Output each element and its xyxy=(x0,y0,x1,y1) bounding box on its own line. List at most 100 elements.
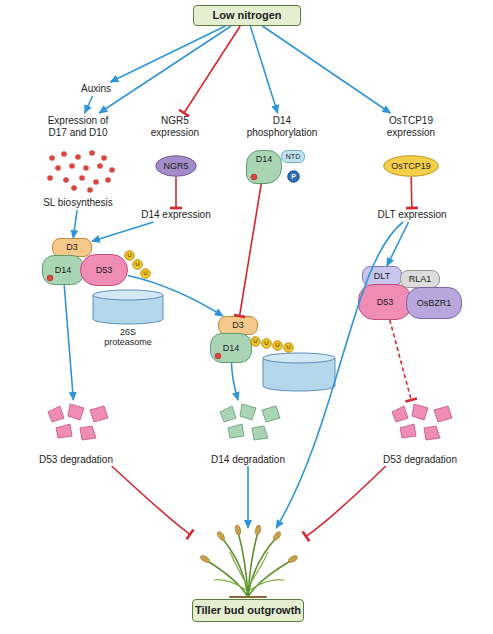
rice-plant xyxy=(250,580,284,590)
node-label: U xyxy=(286,344,290,351)
inhibition-arrow xyxy=(112,466,190,534)
strigolactone-dots xyxy=(109,167,115,173)
pathway-step: Expression of D17 and D10 xyxy=(40,113,116,141)
proteasome-cylinder xyxy=(263,358,335,391)
inhibition-arrow xyxy=(306,466,386,536)
protein-fragments xyxy=(262,406,280,422)
cylinder-outline xyxy=(92,289,164,325)
protein-shape: D14 xyxy=(42,255,84,285)
node-label: D53 degradation xyxy=(383,454,457,466)
node-label: D14 degradation xyxy=(211,454,285,466)
protein-shape: D14 xyxy=(210,333,252,363)
condition-box: Low nitrogen xyxy=(193,5,301,26)
rice-plant xyxy=(230,596,266,598)
node-label: U xyxy=(127,252,131,259)
node-label: U xyxy=(143,270,147,277)
phospho-tag: P xyxy=(287,170,300,183)
strigolactone-dots xyxy=(49,155,55,161)
rice-plant xyxy=(238,532,248,597)
ellipse-outline xyxy=(133,260,143,270)
strigolactone-dots xyxy=(97,163,103,169)
protein-fragments xyxy=(412,404,428,420)
node-label: U xyxy=(275,342,279,349)
protein-shape: RLA1 xyxy=(400,270,440,288)
strigolactone-dots xyxy=(87,187,93,193)
node-label: D53 xyxy=(377,297,394,308)
pathway-step: D14 expression xyxy=(138,208,214,222)
strigolactone-dots xyxy=(83,165,89,171)
rice-plant xyxy=(230,552,247,585)
protein-fragments xyxy=(392,404,452,440)
pathway-step: OsTCP19 expression xyxy=(378,113,444,141)
activation-arrow xyxy=(92,222,154,241)
pathway-step: NGR5 expression xyxy=(146,113,204,141)
rice-plant xyxy=(199,554,210,563)
protein-shape: DLT xyxy=(362,266,402,286)
ellipse-outline xyxy=(156,156,197,177)
strigolactone-dots xyxy=(93,179,99,185)
ellipse-outline xyxy=(288,171,300,183)
node-label: D14 xyxy=(256,154,273,165)
rice-plant xyxy=(248,532,258,597)
activation-arrow xyxy=(387,222,409,266)
protein-fragments xyxy=(80,426,96,440)
domain-tag: NTD xyxy=(281,150,305,163)
ubiquitin-tag: U xyxy=(272,340,283,351)
pathway-step: D14 phosphorylation xyxy=(242,113,322,141)
strigolactone-dots xyxy=(101,155,107,161)
rice-plant xyxy=(249,552,268,585)
pathway-step: Auxins xyxy=(74,82,118,96)
node-label: Expression of D17 and D10 xyxy=(40,115,116,139)
activation-arrow xyxy=(128,275,223,316)
proteasome-cylinder xyxy=(263,353,335,391)
strigolactone-dots xyxy=(75,154,81,160)
activation-arrow xyxy=(250,26,277,113)
node-label: U xyxy=(253,338,257,345)
ubiquitin-tag: U xyxy=(124,250,135,261)
rice-plant xyxy=(287,554,298,563)
cylinder-outline xyxy=(93,290,163,300)
ubiquitin-tag: U xyxy=(283,342,294,353)
ubiquitin-tag: U xyxy=(250,336,261,347)
ligand-dot xyxy=(47,174,257,359)
protein-shape: D53 xyxy=(80,254,128,286)
node-label: D14 expression xyxy=(141,209,210,221)
node-label: D14 phosphorylation xyxy=(242,115,322,139)
pathway-step: DLT expression xyxy=(374,208,450,222)
strigolactone-dots xyxy=(69,163,75,169)
protein-fragments xyxy=(48,404,108,440)
outcome-label: D53 degradation xyxy=(372,400,468,466)
outcome-label: D14 degradation xyxy=(200,400,296,466)
ellipse-outline xyxy=(384,156,439,177)
pathway-step: SL biosynthesis xyxy=(36,196,120,210)
ellipse-outline xyxy=(141,269,151,279)
rice-plant xyxy=(206,560,248,597)
ellipse-outline xyxy=(273,341,283,351)
protein-shape: D53 xyxy=(358,284,412,320)
ubiquitin-tag: U xyxy=(140,268,151,279)
outcome-box: Tiller bud outgrowth xyxy=(190,528,306,624)
strigolactone-dots xyxy=(89,150,95,156)
rice-plant xyxy=(235,525,242,536)
ubiquitin-tag: U xyxy=(261,338,272,349)
node-label: D53 xyxy=(96,265,113,276)
ellipse-outline xyxy=(284,343,294,353)
rice-plant xyxy=(272,530,282,541)
strigolactone-dots xyxy=(55,165,61,171)
activation-arrow xyxy=(262,26,390,113)
activation-arrow xyxy=(110,26,225,82)
strigolactone-dots xyxy=(71,185,77,191)
activation-arrow xyxy=(276,222,403,528)
activation-arrow xyxy=(85,96,93,113)
node-label: U xyxy=(135,261,139,268)
ligand-dot xyxy=(47,275,53,281)
strigolactone-dots xyxy=(105,177,111,183)
strigolactone-dots xyxy=(63,177,69,183)
strigolactone-dots xyxy=(61,151,67,157)
activation-arrow xyxy=(247,466,249,528)
node-label: U xyxy=(264,340,268,347)
protein-fragments xyxy=(90,406,108,422)
